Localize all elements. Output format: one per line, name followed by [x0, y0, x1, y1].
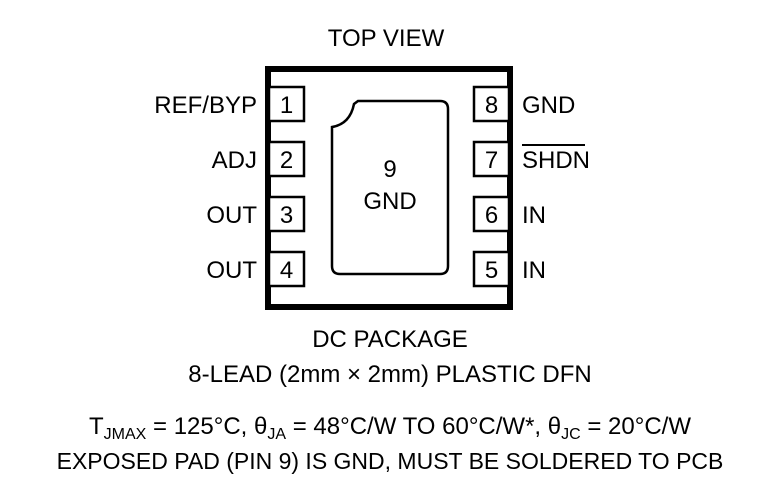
pin-pad	[267, 195, 306, 233]
package-name: DC PACKAGE	[312, 326, 468, 353]
right-pin-5: 5 IN	[472, 250, 546, 288]
pin-pad	[472, 85, 511, 123]
right-pin-7: 7 SHDN	[472, 140, 590, 178]
left-pin-3: 3 OUT	[206, 195, 306, 233]
pin-number: 3	[280, 202, 293, 229]
view-label: TOP VIEW	[328, 25, 445, 52]
pin-label: IN	[522, 202, 546, 229]
pin-pad	[472, 195, 511, 233]
pin-number: 1	[280, 92, 293, 119]
pin-label: ADJ	[212, 147, 257, 174]
pin-number: 4	[280, 257, 293, 284]
exposed-pad-name: GND	[363, 188, 416, 215]
exposed-pad	[330, 99, 450, 276]
theta-ja-symbol: θ	[254, 413, 267, 440]
pin-label: OUT	[206, 257, 257, 284]
pin-label: GND	[522, 92, 575, 119]
exposed-pad-note: EXPOSED PAD (PIN 9) IS GND, MUST BE SOLD…	[57, 448, 724, 474]
theta-ja-subscript: JA	[267, 426, 286, 443]
theta-jc-subscript: JC	[561, 426, 581, 443]
pin-number: 7	[485, 147, 498, 174]
tjmax-subscript: JMAX	[104, 426, 147, 443]
pin-number: 2	[280, 147, 293, 174]
pin-pad	[267, 250, 306, 288]
pin-number: 6	[485, 202, 498, 229]
left-pin-4: 4 OUT	[206, 250, 306, 288]
left-pin-2: 2 ADJ	[212, 140, 306, 178]
pin-number: 8	[485, 92, 498, 119]
pin-pad	[267, 85, 306, 123]
left-pin-1: 1 REF/BYP	[154, 85, 306, 123]
pin-label: REF/BYP	[154, 92, 257, 119]
pin-label: SHDN	[522, 147, 590, 174]
thermal-spec: TJMAX = 125°C, θJA = 48°C/W TO 60°C/W*, …	[89, 413, 691, 443]
pin-pad	[267, 140, 306, 178]
tjmax-value: = 125°C,	[146, 413, 254, 440]
theta-ja-value: = 48°C/W TO 60°C/W*,	[286, 413, 548, 440]
pin-label: IN	[522, 257, 546, 284]
pin-number: 5	[485, 257, 498, 284]
theta-jc-value: = 20°C/W	[581, 413, 692, 440]
right-pin-6: 6 IN	[472, 195, 546, 233]
right-pin-8: 8 GND	[472, 85, 575, 123]
tjmax-symbol: T	[89, 413, 104, 440]
pin-pad	[472, 140, 511, 178]
pin-pad	[472, 250, 511, 288]
exposed-pad-number: 9	[383, 156, 396, 183]
pin-label: OUT	[206, 202, 257, 229]
theta-jc-symbol: θ	[548, 413, 561, 440]
package-description: 8-LEAD (2mm × 2mm) PLASTIC DFN	[188, 361, 591, 388]
